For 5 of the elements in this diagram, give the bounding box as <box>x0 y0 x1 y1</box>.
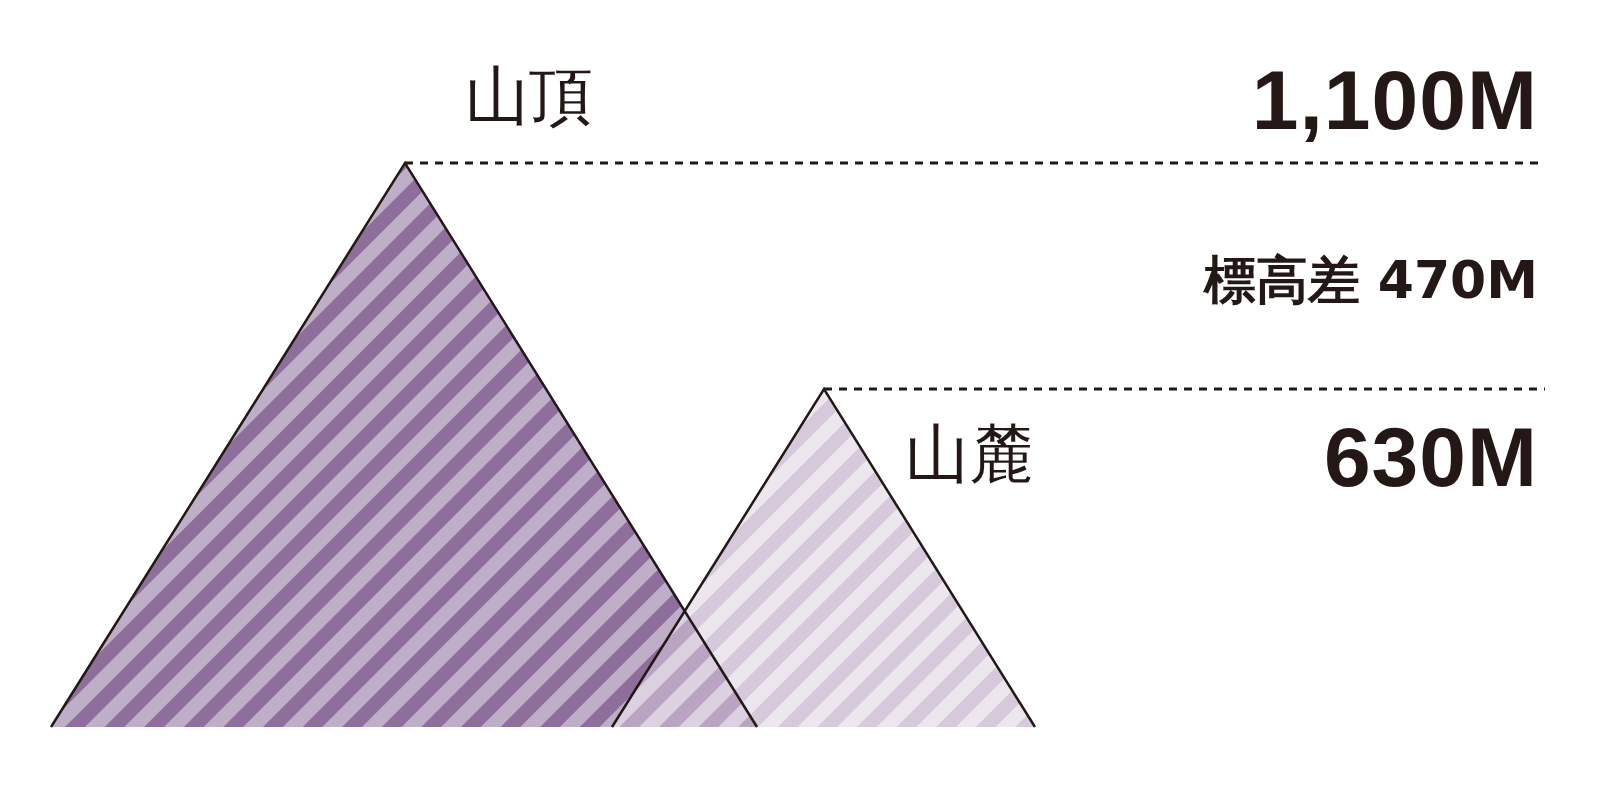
foot-label: 山麓 <box>905 422 1033 486</box>
summit-label: 山頂 <box>465 64 593 128</box>
elevation-value: 1,100M <box>1251 58 1538 142</box>
elevation-value: 630M <box>1323 415 1538 499</box>
elevation-difference-label: 標高差 470M <box>1203 254 1538 306</box>
